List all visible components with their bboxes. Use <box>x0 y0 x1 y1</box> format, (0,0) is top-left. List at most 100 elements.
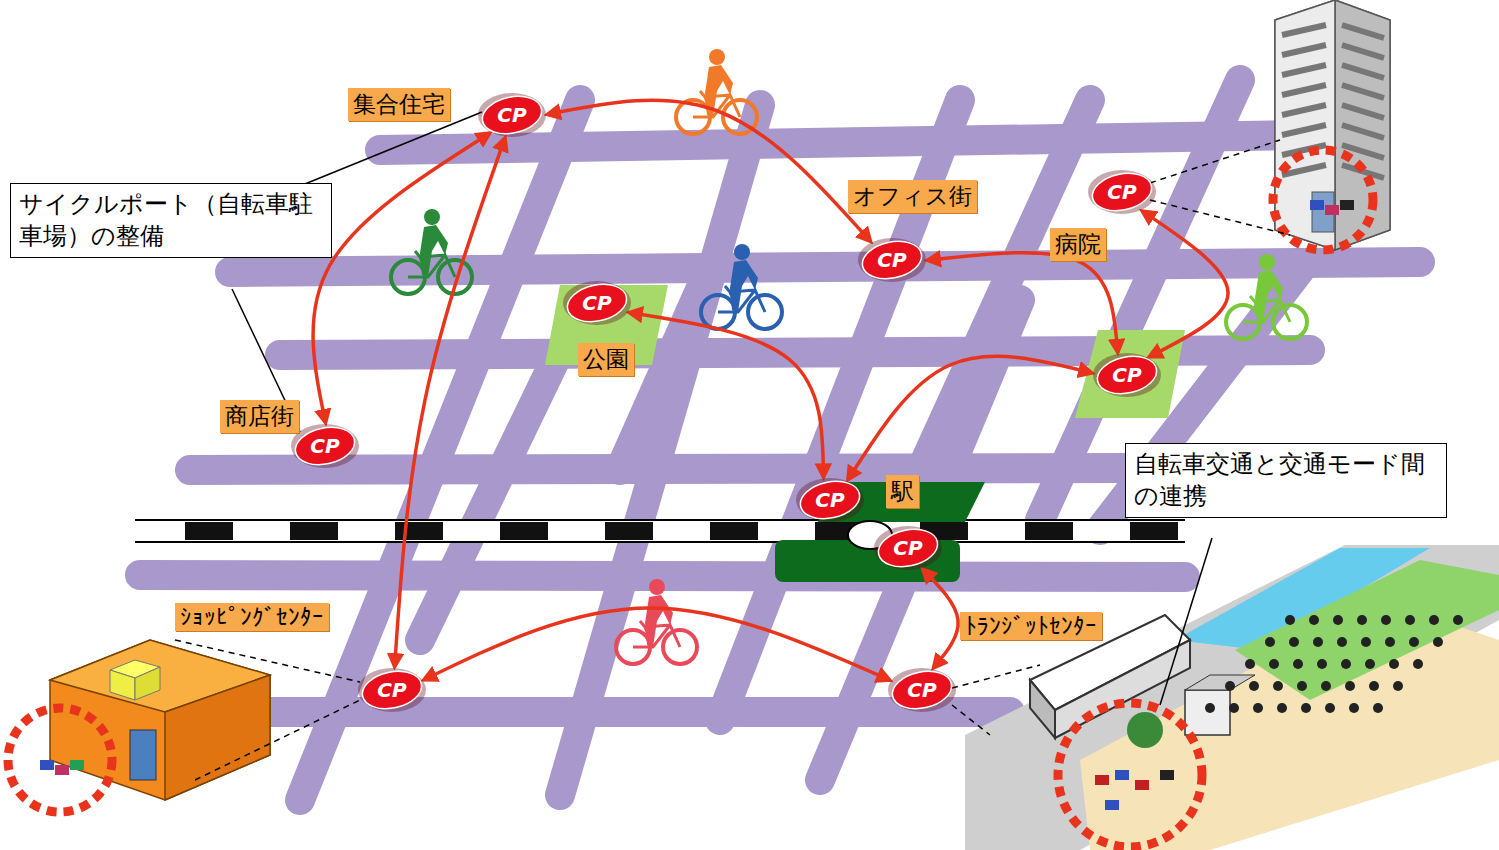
cycling-route <box>424 608 891 680</box>
window-row <box>1342 105 1384 118</box>
place-label: 公園 <box>578 343 634 376</box>
port-mark: CP <box>481 96 543 134</box>
person <box>1405 615 1415 625</box>
port-oval: CP <box>481 96 543 134</box>
rail-tie <box>185 522 233 540</box>
road <box>420 350 560 640</box>
port-oval: CP <box>1096 356 1158 394</box>
person <box>1309 615 1319 625</box>
person <box>1361 637 1371 647</box>
parked-bicycle <box>70 760 84 770</box>
person <box>1325 703 1335 713</box>
cyclist <box>1226 254 1307 339</box>
person <box>1345 681 1355 691</box>
person <box>1277 703 1287 713</box>
cycling-route <box>923 569 959 668</box>
port-mark: CP <box>294 427 356 465</box>
parked-bicycle <box>1105 800 1119 810</box>
cyclist <box>391 209 472 294</box>
window-row <box>1342 45 1384 58</box>
cyclist <box>701 244 782 329</box>
person <box>1453 615 1463 625</box>
callout-leader <box>232 112 1212 705</box>
place-label: 集合住宅 <box>348 88 450 121</box>
port-oval: CP <box>799 481 861 519</box>
cycling-route <box>1142 211 1228 357</box>
place-label: ｼｮｯﾋﾟﾝｸﾞｾﾝﾀｰ <box>175 603 329 631</box>
shopping-center <box>50 640 270 800</box>
person <box>1369 681 1379 691</box>
person <box>1393 681 1403 691</box>
window-row <box>1342 125 1384 138</box>
person <box>1289 637 1299 647</box>
park-area <box>1075 330 1185 418</box>
place-label: 駅 <box>886 475 919 508</box>
cycle-port: CPｼｮｯﾋﾟﾝｸﾞｾﾝﾀｰ <box>361 671 423 709</box>
building-leader <box>175 140 1290 780</box>
place-label: 病院 <box>1050 228 1106 261</box>
callout-note: 自転車交通と交通モード間の連携 <box>1125 443 1447 518</box>
port-mark: CP <box>361 671 423 709</box>
person <box>1313 637 1323 647</box>
railway <box>135 520 1185 542</box>
port-oval: CP <box>566 284 628 322</box>
person <box>1249 681 1259 691</box>
place-label: ﾄﾗﾝｼﾞｯﾄｾﾝﾀｰ <box>960 612 1102 640</box>
person <box>1409 637 1419 647</box>
place-label: 商店街 <box>220 400 299 433</box>
rail-tie <box>605 522 653 540</box>
person <box>1373 703 1383 713</box>
rail-tie <box>395 522 443 540</box>
person <box>1297 681 1307 691</box>
window-row <box>1282 65 1326 75</box>
person <box>1293 659 1303 669</box>
person <box>1253 703 1263 713</box>
window-row <box>1282 125 1326 135</box>
person <box>1357 615 1367 625</box>
port-oval: CP <box>877 529 939 567</box>
person <box>1337 637 1347 647</box>
parked-bicycle <box>55 765 69 775</box>
rail-tie <box>710 522 758 540</box>
transit-center <box>965 545 1499 850</box>
parked-bicycle <box>1095 775 1109 785</box>
person <box>1301 703 1311 713</box>
road <box>140 575 1185 577</box>
cycle-port: CP <box>877 529 939 567</box>
person <box>1269 659 1279 669</box>
window-row <box>1282 145 1326 155</box>
port-mark: CP <box>799 481 861 519</box>
cycling-route <box>547 100 871 241</box>
hospital-building <box>1275 0 1390 250</box>
window-row <box>1282 85 1326 95</box>
person <box>1265 637 1275 647</box>
person <box>1429 615 1439 625</box>
person <box>1389 659 1399 669</box>
person <box>1433 637 1443 647</box>
parked-bicycle <box>1160 770 1174 780</box>
person <box>1341 659 1351 669</box>
port-mark: CP <box>1096 356 1158 394</box>
person <box>1273 681 1283 691</box>
person <box>1321 681 1331 691</box>
parked-bicycle <box>1135 780 1149 790</box>
plaza-crowd <box>1205 615 1463 713</box>
person <box>1285 615 1295 625</box>
person <box>1413 659 1423 669</box>
window-row <box>1342 25 1384 38</box>
person <box>1245 659 1255 669</box>
person <box>1225 681 1235 691</box>
parked-bicycle <box>1310 200 1324 210</box>
cycling-route <box>313 133 490 423</box>
parked-bicycle <box>1325 205 1339 215</box>
person <box>1205 703 1215 713</box>
road <box>230 262 1420 272</box>
cycle-port: CPオフィス街 <box>861 241 923 279</box>
window-row <box>1282 25 1326 35</box>
cycle-port: CP病院 <box>1091 173 1153 211</box>
cycle-port: CP商店街 <box>294 427 356 465</box>
road-network <box>140 80 1420 800</box>
person <box>1229 703 1239 713</box>
cyclist <box>676 49 757 134</box>
rail-tie <box>500 522 548 540</box>
